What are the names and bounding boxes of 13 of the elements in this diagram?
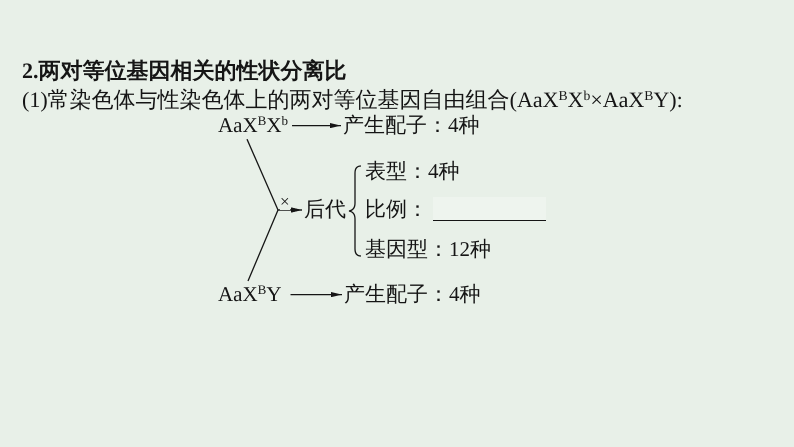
genotype-count-text: 基因型：12种 — [365, 237, 491, 262]
arrow — [292, 123, 341, 128]
ratio-text: 比例： — [365, 197, 428, 222]
heading: 2.两对等位基因相关的性状分离比 — [22, 58, 346, 84]
gamete-text: 产生配子：4种 — [344, 282, 480, 308]
offspring-text: 后代 — [304, 197, 346, 222]
genotype-text: AaX$^{B}$Y — [218, 282, 282, 308]
genotype-text: AaX$^{B}$X$^{b}$ — [218, 113, 288, 138]
gamete-text: 产生配子：4种 — [343, 113, 480, 138]
arrow — [290, 292, 342, 298]
phenotype-text: 表型：4种 — [365, 159, 460, 184]
arrow — [247, 207, 302, 282]
question-text: (1)常染色体与性染色体上的两对等位基因自由组合(AaX$^{B}$X$^{b}$×AaX$^{B}$Y): — [22, 87, 683, 114]
